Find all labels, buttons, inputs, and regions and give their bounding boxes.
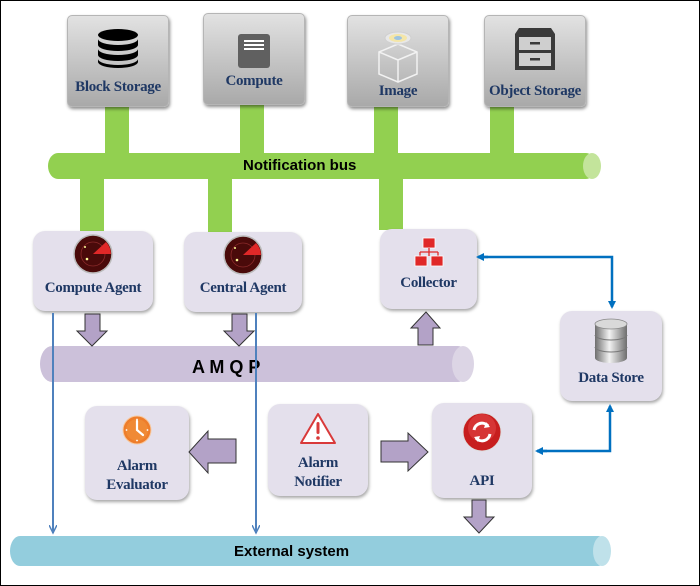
server-icon [238, 34, 270, 68]
connector-image [374, 105, 398, 157]
node-collector[interactable]: Collector [380, 229, 477, 309]
node-label-line2: Evaluator [106, 477, 168, 493]
service-block-storage[interactable]: Block Storage [67, 15, 169, 107]
arrow-notifier-to-evaluator [188, 429, 237, 475]
node-label: Compute Agent [44, 280, 142, 296]
notification-bus [48, 153, 601, 179]
node-label-line2: Notifier [294, 474, 342, 490]
external-system-bus [10, 536, 611, 566]
link-collector-data-store [478, 255, 616, 309]
service-image[interactable]: Image [347, 15, 449, 107]
amqp-bus-label: A M Q P [192, 357, 261, 377]
node-label: Data Store [578, 370, 644, 386]
refresh-circle-icon [462, 412, 502, 452]
node-label: Collector [400, 275, 457, 291]
connector-compute-agent [80, 175, 104, 235]
service-label: Compute [225, 73, 283, 89]
arrow-compute-agent-to-amqp [75, 313, 109, 347]
disk-box-icon [378, 31, 418, 83]
database-cylinder-icon [594, 318, 628, 363]
node-data-store[interactable]: Data Store [560, 311, 662, 401]
node-label-line1: Alarm [297, 455, 339, 471]
connector-object-storage [490, 105, 514, 157]
node-api[interactable]: API [432, 403, 532, 498]
arrow-amqp-to-collector [409, 311, 442, 346]
node-compute-agent[interactable]: Compute Agent [33, 231, 153, 311]
arrow-api-to-external [462, 499, 496, 534]
node-label-line1: Alarm [116, 458, 158, 474]
node-alarm-notifier[interactable]: Alarm Notifier [268, 404, 368, 496]
warning-triangle-icon [300, 413, 336, 444]
connector-central-agent [208, 175, 232, 235]
service-compute[interactable]: Compute [203, 13, 305, 105]
filing-cabinet-icon [515, 28, 555, 70]
notification-bus-label: Notification bus [243, 157, 357, 174]
radar-icon [223, 235, 263, 275]
arrow-central-agent-to-amqp [222, 313, 256, 347]
network-hierarchy-icon [414, 237, 443, 267]
radar-icon [73, 234, 113, 274]
connector-compute [240, 105, 264, 157]
database-stack-icon [98, 29, 138, 68]
node-alarm-evaluator[interactable]: Alarm Evaluator [85, 406, 189, 500]
connector-collector [379, 175, 403, 230]
node-label: API [469, 473, 495, 489]
service-label: Block Storage [75, 79, 161, 95]
link-api-data-store [537, 404, 614, 453]
service-object-storage[interactable]: Object Storage [484, 15, 586, 107]
arrow-notifier-to-api [380, 431, 429, 473]
clock-icon [122, 415, 152, 445]
service-label: Object Storage [488, 83, 582, 99]
connector-block-storage [105, 105, 129, 157]
node-label: Central Agent [199, 280, 287, 296]
node-central-agent[interactable]: Central Agent [184, 232, 302, 312]
service-label: Image [378, 83, 418, 99]
external-system-bus-label: External system [234, 543, 350, 560]
